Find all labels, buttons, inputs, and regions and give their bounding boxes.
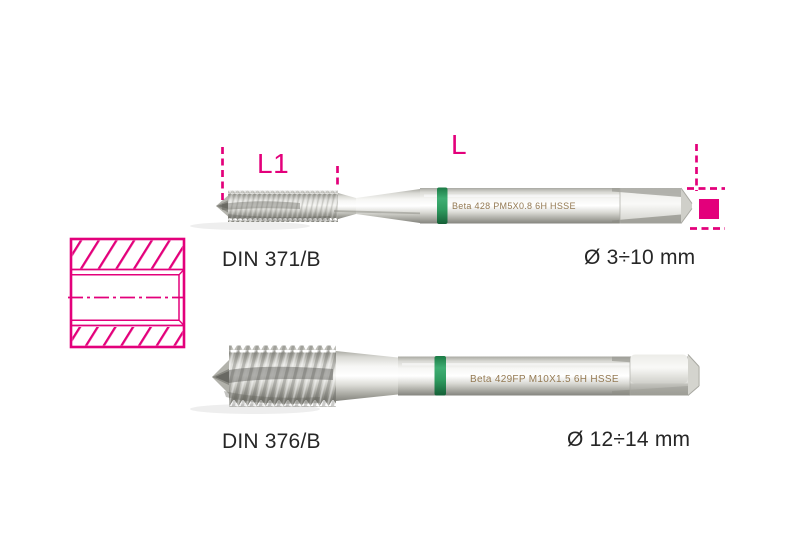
tap-bottom-green-ring	[434, 356, 446, 396]
standard-label-bottom: DIN 376/B	[222, 430, 321, 453]
dim-label-l1: L1	[257, 148, 290, 179]
tap-top-engraving-text: Beta 428 PM5X0.8 6H HSSE	[452, 201, 576, 211]
shank-square-marker	[699, 199, 719, 219]
section-hatch-top	[72, 240, 183, 269]
dimension-lines	[221, 144, 725, 230]
tap-bottom-engraving-text: Beta 429FP M10X1.5 6H HSSE	[470, 374, 619, 385]
section-hatch-bottom	[72, 327, 183, 346]
tap-top-green-ring	[437, 187, 448, 224]
section-outline	[69, 237, 186, 349]
tap-top-image: Beta 428 PM5X0.8 6H HSSE	[190, 187, 693, 230]
tap-bottom-image: Beta 429FP M10X1.5 6H HSSE	[190, 345, 700, 414]
threaded-hole-section-icon	[68, 237, 186, 349]
tap-bottom-square-drive	[630, 354, 688, 384]
standard-label-top: DIN 371/B	[222, 248, 321, 271]
diameter-label-bottom: Ø 12÷14 mm	[567, 428, 691, 451]
diameter-label-top: Ø 3÷10 mm	[584, 246, 696, 269]
dim-label-l: L	[451, 129, 468, 160]
